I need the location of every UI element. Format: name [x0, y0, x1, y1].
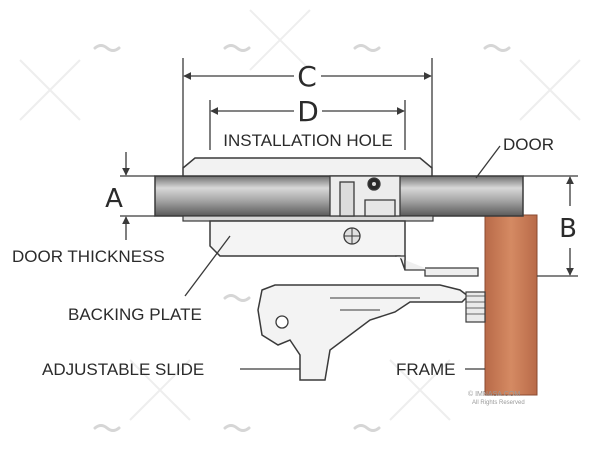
- latch-mechanism: [329, 175, 401, 245]
- dimension-a: [120, 152, 155, 240]
- frame-label: FRAME: [396, 360, 456, 379]
- slide-detail: [330, 297, 420, 311]
- backing-plate-label: BACKING PLATE: [68, 305, 202, 324]
- watermark-waves: [93, 44, 511, 432]
- watermark-line1: © IMNASA.COM: [468, 390, 520, 398]
- dimension-b-label: B: [559, 214, 577, 244]
- door-thickness-label: DOOR THICKNESS: [12, 247, 165, 266]
- watermark-line2: All Rights Reserved: [472, 400, 525, 406]
- adjustable-slide: [257, 284, 470, 381]
- latch-flange: [182, 157, 433, 177]
- frame-screw: [465, 291, 486, 323]
- backing-plate-leader: [184, 235, 231, 297]
- adjustable-slide-label: ADJUSTABLE SLIDE: [42, 360, 204, 379]
- door-label: DOOR: [503, 135, 554, 154]
- dimension-c-label: C: [297, 60, 317, 93]
- latch-body: [209, 220, 406, 271]
- dimension-d-label: D: [297, 95, 319, 128]
- dimension-b: [523, 175, 578, 277]
- installation-hole-label: INSTALLATION HOLE: [223, 131, 392, 150]
- door-leader: [475, 145, 501, 179]
- dimension-d: [209, 100, 406, 150]
- dimension-c: [182, 58, 433, 168]
- frame-block: [484, 214, 538, 396]
- latch-bolt: [395, 255, 479, 277]
- dimension-a-label: A: [105, 184, 123, 214]
- slide-pivot: [275, 315, 289, 329]
- watermark-pattern: [19, 9, 581, 421]
